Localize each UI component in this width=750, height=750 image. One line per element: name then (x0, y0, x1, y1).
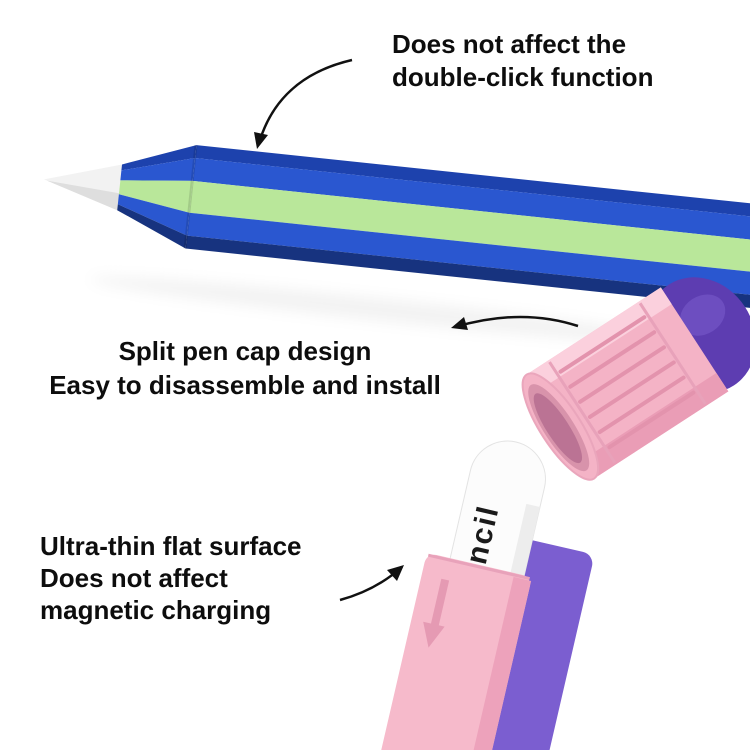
callout-flat-surface-line3: magnetic charging (40, 595, 272, 625)
arrow-double-click-head (254, 132, 268, 149)
arrow-flat-surface (339, 565, 404, 602)
cap-ring-ridge-front (548, 361, 617, 464)
pencil-tip-shade (46, 180, 119, 211)
sleeve-printed-arrow (423, 578, 450, 648)
cap-rim-inner (533, 393, 583, 464)
callout-flat-surface-line2: Does not affect (40, 563, 228, 593)
pencil-in-sleeve: Pencil (380, 440, 593, 750)
arrow-split-cap (451, 315, 579, 330)
arrow-flat-surface-head (387, 565, 404, 581)
sleeve-top-edge (427, 553, 530, 581)
cap-dome-highlight (680, 294, 726, 336)
callout-double-click: Does not affect the double-click functio… (392, 28, 653, 94)
pencil-taper-green (118, 180, 193, 213)
callout-split-cap: Split pen cap design Easy to disassemble… (25, 334, 465, 402)
cap-body-shade (580, 372, 729, 480)
pencil-face-blue-upper (192, 158, 750, 247)
cap-ring-ridge-back (638, 302, 707, 405)
arrow-double-click (254, 58, 353, 149)
cap-body-highlight (524, 287, 672, 393)
sleeve-pink-shade (466, 576, 532, 750)
arrow-split-cap-head (451, 317, 468, 330)
pencil-top (44, 144, 750, 315)
pencil-taper-blue-upper (120, 158, 196, 181)
callout-double-click-line2: double-click function (392, 62, 654, 92)
pencil-taper-edge-top (121, 145, 197, 171)
pencil-face-green-stripe (189, 180, 750, 279)
pencil-face-blue-lower (186, 212, 750, 302)
pencil-taper-edge-bottom (117, 204, 187, 249)
callout-split-cap-line2: Easy to disassemble and install (49, 370, 441, 400)
callout-double-click-line1: Does not affect the (392, 29, 627, 59)
callout-split-cap-line1: Split pen cap design (118, 336, 372, 366)
pencil-face-edge-top (195, 145, 750, 224)
sleeve-purple-back (466, 539, 593, 750)
callout-flat-surface: Ultra-thin flat surface Does not affect … (40, 530, 302, 626)
cap-ribs (558, 315, 696, 450)
callout-flat-surface-line1: Ultra-thin flat surface (40, 531, 302, 561)
pen-cap-assembly (521, 277, 750, 481)
pencil-chamfer-junction (183, 144, 198, 249)
pencil-taper-blue-lower (117, 194, 190, 236)
